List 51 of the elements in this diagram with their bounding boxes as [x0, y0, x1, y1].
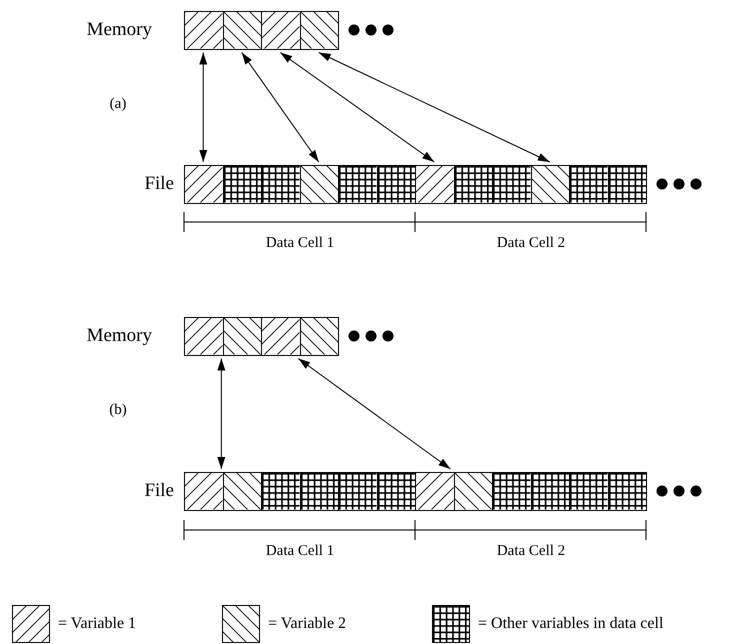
panel-label: (b): [109, 402, 127, 419]
variable-two-cell: [300, 317, 339, 356]
other-variables-cell: [261, 472, 300, 510]
double-arrow: [241, 52, 320, 162]
other-variables-cell: [492, 165, 532, 204]
panel-label: (a): [110, 96, 126, 113]
other-variables-cell: [454, 165, 493, 204]
other-variables-cell: [300, 472, 339, 510]
variable-one-cell: [261, 11, 300, 50]
variable-one-cell: [415, 165, 454, 204]
array-label: File: [144, 173, 174, 196]
data-cell-label: Data Cell 1: [266, 235, 334, 252]
other-variables-cell: [222, 165, 262, 204]
other-variables-cell: [338, 165, 378, 204]
double-arrow: [298, 358, 451, 470]
data-cell-label: Data Cell 1: [266, 543, 334, 560]
variable-two-cell: [222, 317, 262, 356]
variable-two-cell: [530, 165, 570, 204]
array-label: File: [144, 480, 174, 502]
double-arrow: [199, 52, 208, 162]
variable-one-cell: [261, 317, 300, 356]
variable-one-cell: [184, 317, 224, 356]
legend-text: = Variable 2: [268, 615, 346, 633]
other-variables-cell: [530, 472, 570, 510]
other-variables-cell: [261, 165, 300, 204]
array-label: Memory: [86, 325, 152, 348]
variable-one-cell: [184, 11, 224, 50]
variable-one-cell: [415, 472, 454, 510]
variable-one-cell: [184, 165, 224, 204]
legend-text: = Other variables in data cell: [478, 615, 664, 633]
double-arrow: [318, 52, 550, 162]
variable-one-cell: [184, 472, 224, 510]
variable-two-cell: [454, 472, 493, 510]
other-variables-cell: [608, 165, 647, 204]
other-variables-cell: [338, 472, 378, 510]
data-cell-label: Data Cell 2: [496, 543, 566, 560]
variable-two-cell: [300, 11, 339, 50]
other-variables-cell: [376, 165, 416, 204]
array-label: Memory: [86, 19, 152, 42]
variable-two-cell: [222, 472, 262, 510]
variable-two-cell: [222, 11, 262, 50]
double-arrow: [280, 52, 435, 162]
other-variables-cell: [569, 472, 608, 510]
data-cell-label: Data Cell 2: [496, 235, 566, 252]
legend-text: = Variable 1: [58, 615, 136, 633]
other-variables-cell: [569, 165, 608, 204]
other-variables-cell: [492, 472, 532, 510]
double-arrow: [217, 358, 226, 470]
other-variables-cell: [376, 472, 416, 510]
variable-two-cell: [300, 165, 339, 204]
other-variables-cell: [608, 472, 647, 510]
